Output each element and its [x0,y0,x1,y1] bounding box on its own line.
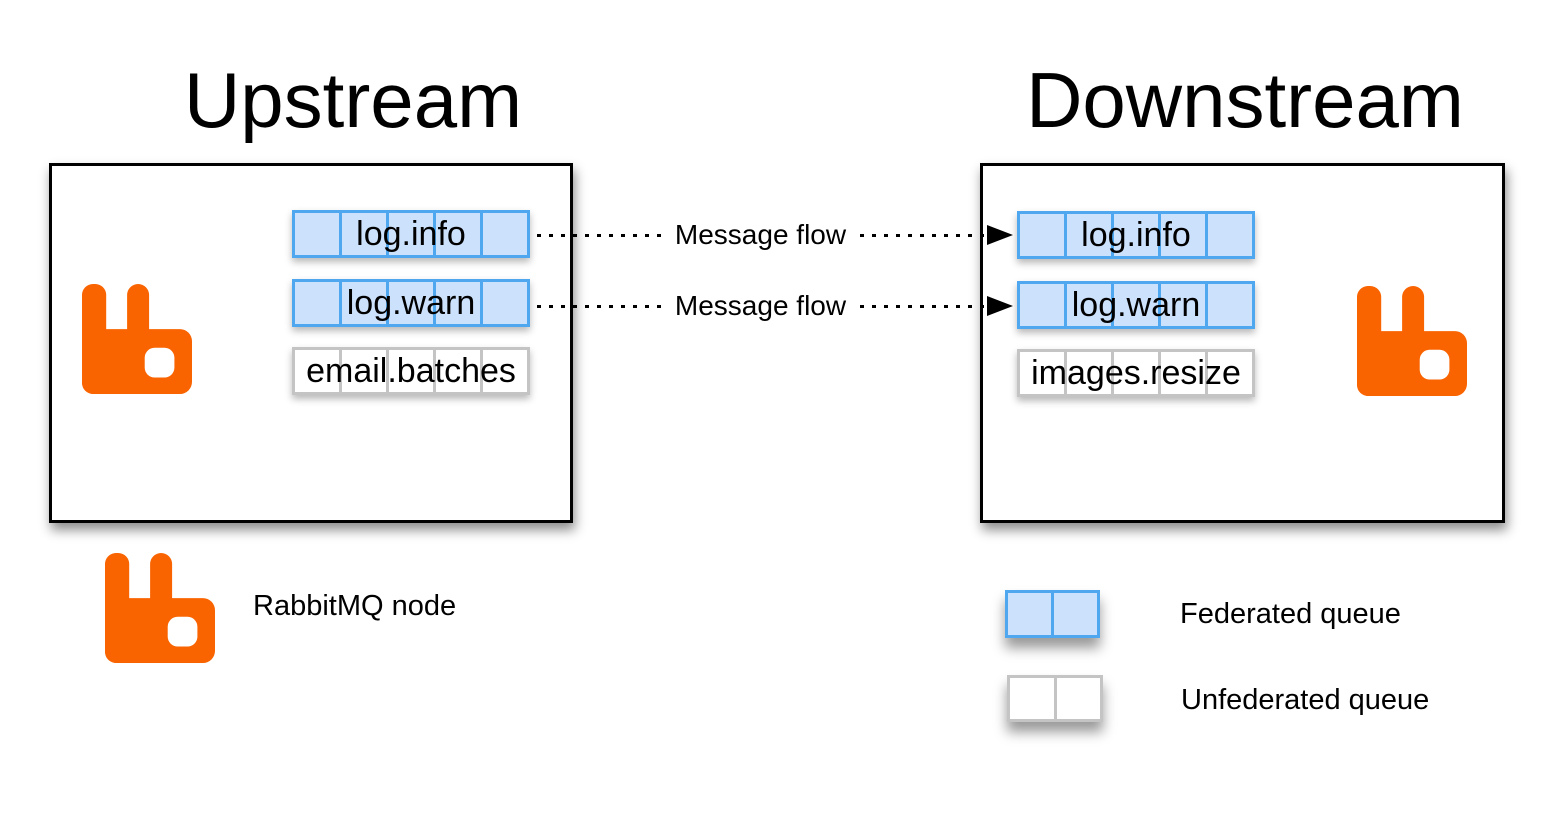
queue-downstream-log-info: log.info [1017,211,1255,259]
dotted-line [860,233,984,237]
queue-cells [1017,349,1255,397]
queue-label: email.batches [306,351,516,390]
dotted-line [860,304,984,308]
queue-cells [292,279,530,327]
downstream-node-box: log.info log.warn images.resize [980,163,1505,523]
downstream-title: Downstream [1026,56,1464,144]
dotted-line [537,233,661,237]
message-flow-label: Message flow [674,290,847,321]
rabbitmq-logo-icon [82,284,192,394]
queue-cells [1017,211,1255,259]
queue-cells [292,210,530,258]
arrowhead-icon [987,296,1013,316]
queue-downstream-images-resize: images.resize [1017,349,1255,397]
federated-queue-swatch [1005,590,1100,638]
queue-upstream-log-warn: log.warn [292,279,530,327]
legend-rabbitmq-node-label: RabbitMQ node [253,590,457,622]
legend-unfederated-queue-label: Unfederated queue [1181,684,1430,716]
upstream-node-box: log.info log.warn email.batches [49,163,573,523]
queue-label: log.info [356,214,466,253]
queue-upstream-email-batches: email.batches [292,347,530,395]
message-flow-label: Message flow [674,219,847,250]
queue-label: log.warn [346,283,476,322]
unfederated-queue-swatch [1007,675,1103,722]
message-flow-log-info: Message flow [537,219,1013,251]
message-flow-log-warn: Message flow [537,290,1013,322]
queue-downstream-log-warn: log.warn [1017,281,1255,329]
queue-cells [1017,281,1255,329]
queue-label: images.resize [1031,353,1241,392]
queue-cells [292,347,530,395]
legend-federated-queue-label: Federated queue [1180,598,1401,630]
arrowhead-icon [987,225,1013,245]
rabbitmq-logo-icon [105,553,215,663]
upstream-title: Upstream [183,56,523,144]
dotted-line [537,304,661,308]
rabbitmq-logo-icon [1357,286,1467,396]
queue-label: log.warn [1071,285,1201,324]
queue-label: log.info [1081,215,1191,254]
queue-upstream-log-info: log.info [292,210,530,258]
